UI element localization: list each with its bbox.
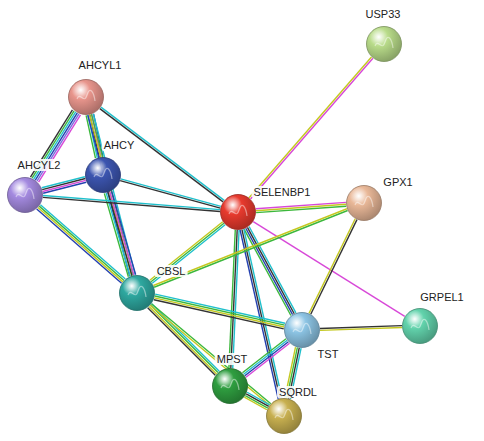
evidence-line	[155, 294, 285, 323]
protein-node: AHCY	[85, 157, 121, 193]
protein-circle	[212, 368, 248, 404]
protein-label: AHCYL1	[77, 59, 124, 71]
evidence-line	[101, 107, 224, 200]
evidence-line	[256, 206, 346, 212]
protein-label: SQRDL	[277, 386, 319, 398]
evidence-line	[42, 179, 85, 190]
evidence-line	[309, 219, 355, 314]
evidence-line	[120, 181, 220, 208]
evidence-line	[245, 396, 268, 409]
protein-node: MPST	[212, 368, 248, 404]
protein-label: USP33	[364, 8, 403, 20]
interaction-edge	[148, 304, 220, 376]
evidence-line	[253, 222, 404, 317]
evidence-line	[251, 58, 373, 199]
evidence-line	[229, 230, 235, 368]
evidence-line	[320, 326, 402, 329]
protein-label: TST	[316, 348, 341, 360]
evidence-line	[149, 306, 217, 374]
interaction-edge	[242, 339, 289, 377]
interaction-edge	[154, 294, 285, 329]
evidence-line	[151, 304, 270, 404]
interaction-edge	[249, 57, 373, 199]
protein-label: SELENBP1	[252, 186, 313, 198]
evidence-line	[42, 177, 85, 188]
protein-circle	[7, 177, 43, 213]
protein-circle	[85, 157, 121, 193]
protein-circle	[220, 194, 256, 230]
evidence-line	[39, 115, 81, 182]
evidence-line	[151, 223, 224, 281]
evidence-line	[244, 397, 267, 410]
interaction-edge	[229, 230, 239, 368]
protein-node: SELENBP1	[220, 194, 256, 230]
protein-label: MPST	[215, 353, 250, 365]
evidence-line	[106, 193, 130, 276]
protein-label: GRPEL1	[418, 291, 465, 303]
protein-label: AHCY	[102, 139, 137, 151]
evidence-line	[37, 114, 79, 181]
evidence-line	[43, 197, 220, 211]
evidence-line	[37, 209, 122, 283]
evidence-line	[150, 305, 218, 373]
evidence-line	[150, 222, 223, 280]
protein-node: CBSL	[119, 275, 155, 311]
evidence-line	[244, 340, 288, 374]
evidence-line	[150, 305, 269, 405]
evidence-line	[148, 308, 216, 376]
evidence-line	[245, 342, 289, 376]
interaction-edge	[37, 205, 126, 284]
interaction-edge	[30, 110, 80, 182]
protein-circle	[366, 26, 402, 62]
protein-circle	[402, 308, 438, 344]
evidence-line	[93, 114, 135, 275]
protein-circle	[68, 79, 104, 115]
evidence-line	[100, 109, 223, 202]
protein-label: GPX1	[381, 176, 414, 188]
interaction-edge	[309, 219, 357, 314]
evidence-line	[246, 343, 290, 377]
protein-node: GRPEL1	[402, 308, 438, 344]
interaction-edge	[256, 202, 346, 212]
interaction-edge	[150, 304, 271, 405]
evidence-line	[39, 206, 124, 280]
protein-node: AHCYL2	[7, 177, 43, 213]
protein-node: SQRDL	[266, 398, 302, 434]
protein-node: AHCYL1	[68, 79, 104, 115]
interaction-edge	[100, 107, 224, 202]
interaction-edge	[43, 195, 220, 211]
protein-circle	[346, 185, 382, 221]
protein-label: AHCYL2	[16, 159, 63, 171]
interaction-edge	[244, 392, 269, 410]
evidence-line	[43, 195, 220, 209]
evidence-line	[152, 304, 220, 372]
interaction-edge	[253, 222, 404, 317]
evidence-line	[40, 205, 125, 279]
interaction-edge	[120, 179, 221, 208]
protein-node: TST	[284, 312, 320, 348]
protein-node: USP33	[366, 26, 402, 62]
evidence-line	[38, 208, 123, 282]
interaction-edge	[42, 177, 87, 194]
protein-circle	[119, 275, 155, 311]
protein-circle	[266, 398, 302, 434]
interaction-edge	[320, 326, 402, 331]
protein-node: GPX1	[346, 185, 382, 221]
evidence-line	[311, 220, 357, 315]
evidence-line	[152, 225, 225, 283]
evidence-line	[155, 296, 285, 325]
protein-circle	[284, 312, 320, 348]
protein-label: CBSL	[155, 265, 188, 277]
evidence-line	[249, 57, 371, 198]
